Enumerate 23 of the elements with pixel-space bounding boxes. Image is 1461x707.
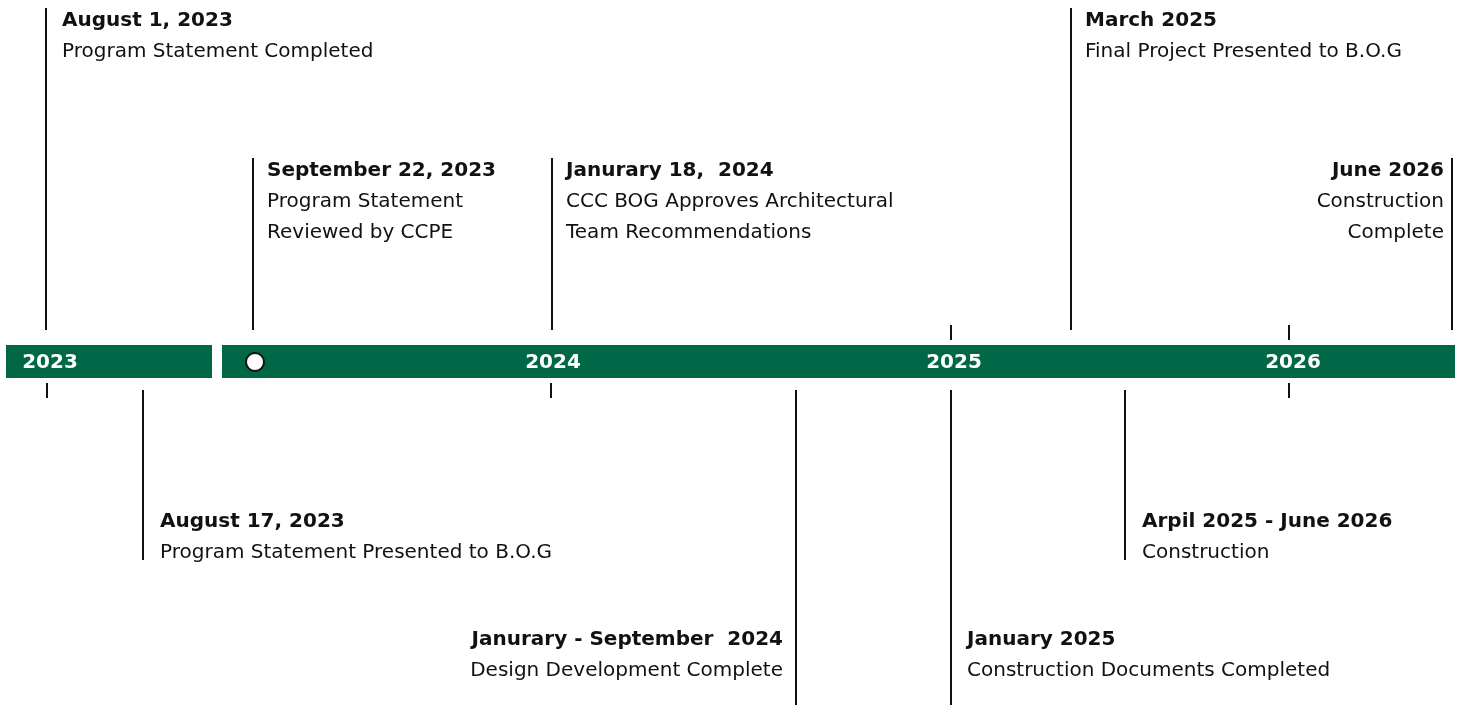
event-date: Janurary - September 2024 xyxy=(469,625,783,652)
event-description: Construction Documents Completed xyxy=(967,656,1332,683)
timeline-bar xyxy=(222,345,1455,378)
event-date: August 17, 2023 xyxy=(160,507,346,534)
event-description: Design Development Complete xyxy=(469,656,783,683)
event-date: June 2026 xyxy=(1330,156,1444,183)
year-label: 2026 xyxy=(1265,348,1321,375)
event-date: Arpil 2025 - June 2026 xyxy=(1142,507,1394,534)
event-description: Final Project Presented to B.O.G xyxy=(1085,37,1403,64)
year-label: 2025 xyxy=(926,348,982,375)
year-label: 2023 xyxy=(22,348,78,375)
event-date: March 2025 xyxy=(1085,6,1218,33)
event-description: Construction Complete xyxy=(1315,187,1444,245)
event-description: Program Statement Reviewed by CCPE xyxy=(267,187,464,245)
event-description: Construction xyxy=(1142,538,1271,565)
event-description: Program Statement Presented to B.O.G xyxy=(160,538,554,565)
event-date: August 1, 2023 xyxy=(62,6,234,33)
event-date: Janurary 18, 2024 xyxy=(566,156,775,183)
timeline-bar xyxy=(6,345,212,378)
year-label: 2024 xyxy=(525,348,581,375)
event-date: January 2025 xyxy=(967,625,1117,652)
event-description: CCC BOG Approves Architectural Team Recommendations xyxy=(566,187,895,245)
event-description: Program Statement Completed xyxy=(62,37,375,64)
